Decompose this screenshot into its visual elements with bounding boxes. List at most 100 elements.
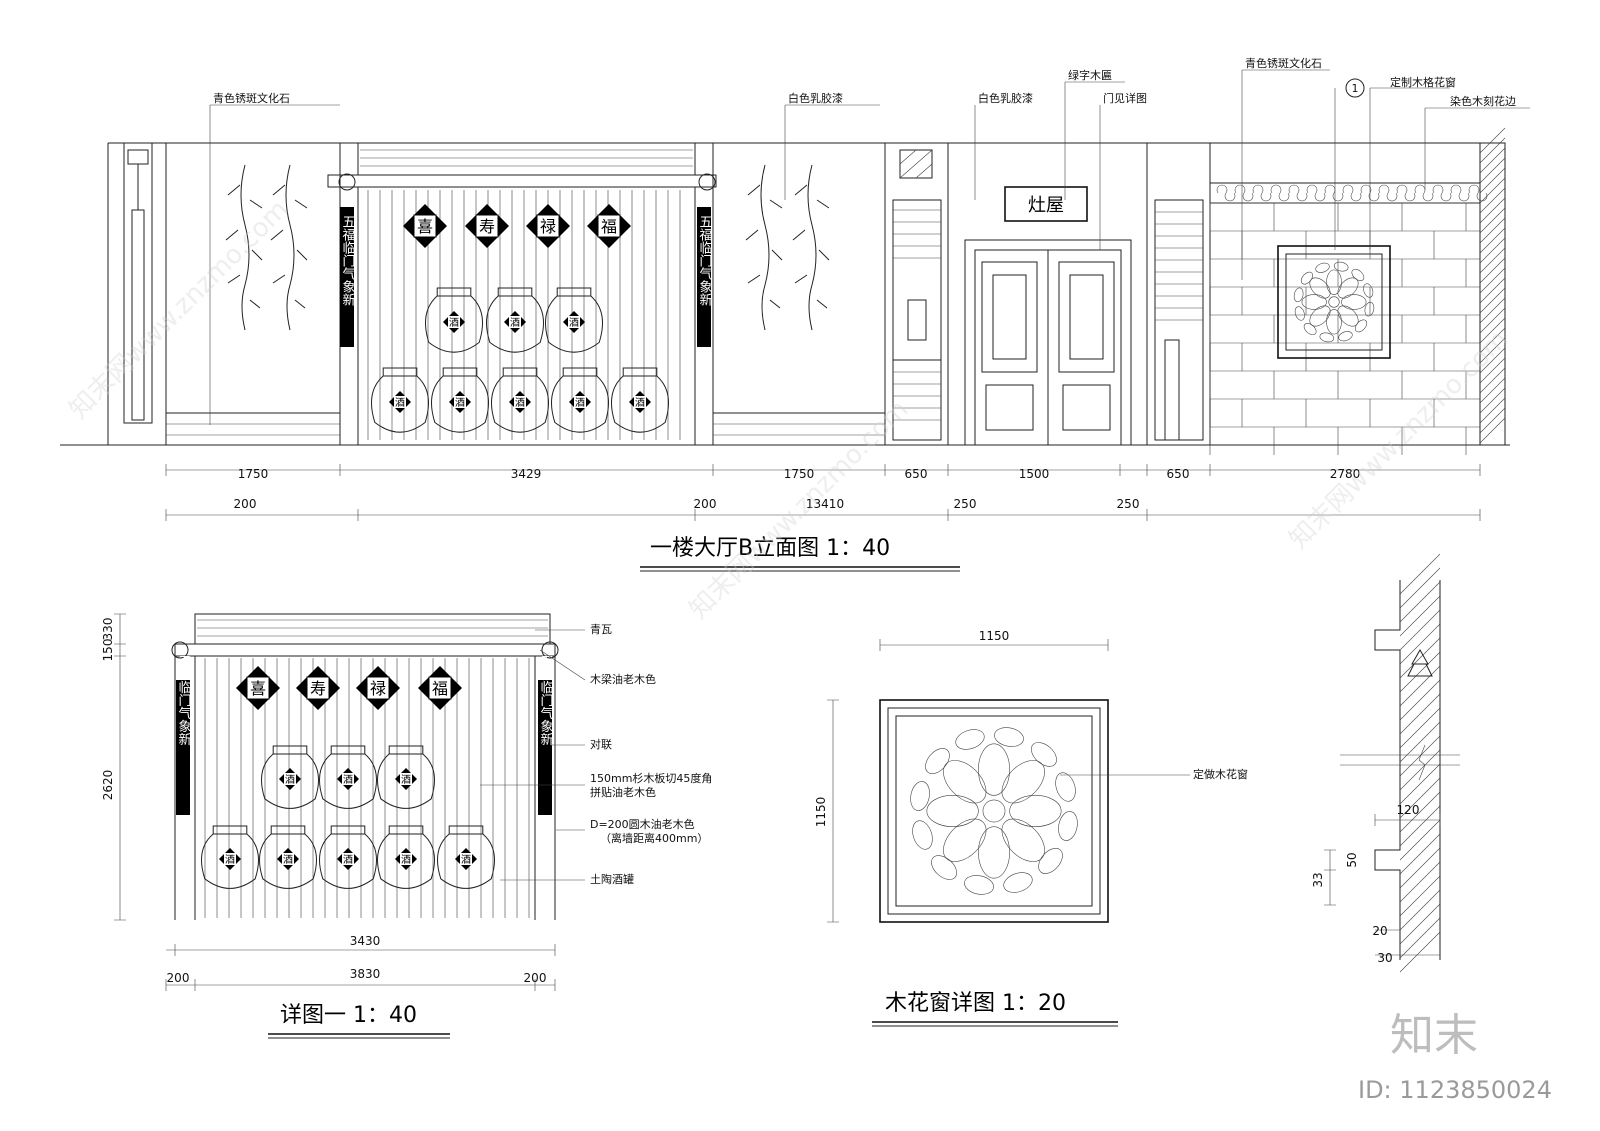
dim-main-row1: 1750 xyxy=(238,467,269,481)
wine-jars-main: 酒酒酒酒酒酒酒酒 xyxy=(371,287,669,433)
blessing-diamond: 禄 xyxy=(356,666,400,710)
dim-section-20: 20 xyxy=(1372,924,1387,938)
dimension-lines-main xyxy=(165,464,1481,521)
callout-latex-door: 白色乳胶漆 xyxy=(978,91,1033,105)
detail-1: 五福临门气象新 五福临门气象新 喜寿禄福 酒酒酒酒酒酒酒酒 青瓦 木梁油老木色 … xyxy=(101,613,712,1039)
title-window-detail: 木花窗详图 1：20 xyxy=(885,991,1066,1016)
callout-pole-1: D=200圆木油老木色 xyxy=(590,817,695,831)
blessing-diamonds-main: 喜寿禄福 xyxy=(403,204,631,248)
drawing-id: ID: 1123850024 xyxy=(1358,1076,1552,1104)
callout-beam: 木梁油老木色 xyxy=(590,672,656,686)
blessing-char: 福 xyxy=(432,679,448,698)
dim-main-row1: 1750 xyxy=(784,467,815,481)
callout-tile: 青瓦 xyxy=(590,623,612,636)
blessing-diamond: 福 xyxy=(587,204,631,248)
jar-label: 酒 xyxy=(569,317,579,329)
callout-custom-window: 定制木格花窗 xyxy=(1390,75,1456,89)
couplet-right xyxy=(697,207,711,347)
dim-main-row1: 650 xyxy=(1167,467,1190,481)
title-main-elevation: 一楼大厅B立面图 1：40 xyxy=(650,536,890,561)
wine-jar: 酒 xyxy=(491,367,549,433)
wine-jar: 酒 xyxy=(486,287,544,353)
blessing-diamond: 禄 xyxy=(526,204,570,248)
blessing-diamond: 寿 xyxy=(465,204,509,248)
dim-section-33: 33 xyxy=(1311,872,1325,887)
dim-detail-h-150: 150 xyxy=(101,639,115,662)
callout-stone-left: 青色锈斑文化石 xyxy=(213,91,290,105)
callout-window: 定做木花窗 xyxy=(1193,767,1248,781)
hanging-chili-right xyxy=(712,164,886,446)
title-detail-1: 详图一 1：40 xyxy=(280,1003,417,1028)
blessing-char: 喜 xyxy=(417,217,433,236)
dim-main-row2: 200 xyxy=(694,497,717,511)
blessing-char: 喜 xyxy=(250,679,266,698)
dim-detail-w-3830: 3830 xyxy=(350,967,381,981)
wine-jar: 酒 xyxy=(371,367,429,433)
couplet-text-left: 五福临门气象新 xyxy=(176,655,192,746)
jar-label: 酒 xyxy=(575,397,585,409)
couplet-text-main: 五福临门气象新 xyxy=(697,215,713,306)
dim-main-row2: 13410 xyxy=(806,497,844,511)
hanging-chili-left xyxy=(225,164,308,331)
main-elevation: 喜寿禄福 酒酒酒酒酒酒酒酒 灶屋 xyxy=(60,56,1530,572)
leader-lines-main xyxy=(209,69,1530,425)
wine-jar: 酒 xyxy=(425,287,483,353)
dim-section-120: 120 xyxy=(1397,803,1420,817)
jar-label: 酒 xyxy=(461,854,471,866)
kitchen-sign-text: 灶屋 xyxy=(1028,195,1064,216)
blessing-diamonds-detail: 喜寿禄福 xyxy=(236,666,462,710)
wine-jar: 酒 xyxy=(259,825,317,889)
callout-pole-2: （离墙距离400mm） xyxy=(600,831,708,845)
kitchen-sign xyxy=(1004,186,1088,222)
dim-detail-w-200-left: 200 xyxy=(167,971,190,985)
jar-label: 酒 xyxy=(515,397,525,409)
wine-jar: 酒 xyxy=(431,367,489,433)
wine-jar: 酒 xyxy=(319,825,377,889)
blessing-char: 禄 xyxy=(540,217,556,236)
side-panel-left xyxy=(884,143,949,445)
couplet-right-detail xyxy=(538,680,552,815)
callout-latex-mid: 白色乳胶漆 xyxy=(788,91,843,105)
section-detail: 120 50 33 20 30 xyxy=(1311,553,1460,973)
jar-label: 酒 xyxy=(283,854,293,866)
dim-main-row1: 2780 xyxy=(1330,467,1361,481)
dim-section-30: 30 xyxy=(1377,951,1392,965)
dim-detail-w-200-right: 200 xyxy=(524,971,547,985)
blessing-diamond: 福 xyxy=(418,666,462,710)
left-brick-band xyxy=(165,412,341,446)
door-section: 灶屋 xyxy=(964,186,1132,446)
wine-jar: 酒 xyxy=(319,745,377,809)
dim-detail-w-3430: 3430 xyxy=(350,934,381,948)
wine-jar: 酒 xyxy=(611,367,669,433)
jar-label: 酒 xyxy=(285,774,295,786)
window-detail: 1150 1150 定做木花窗 木花窗详图 1：20 xyxy=(814,629,1248,1027)
jar-label: 酒 xyxy=(343,774,353,786)
wine-jar: 酒 xyxy=(545,287,603,353)
blessing-char: 寿 xyxy=(479,217,495,236)
detail-marker xyxy=(1345,78,1365,98)
wood-lattice-window-small xyxy=(1277,245,1391,359)
blessing-char: 福 xyxy=(601,217,617,236)
dim-main-row2: 200 xyxy=(234,497,257,511)
jar-label: 酒 xyxy=(455,397,465,409)
couplet-text-right: 五福临门气象新 xyxy=(538,655,554,746)
jar-label: 酒 xyxy=(225,854,235,866)
dim-window-width: 1150 xyxy=(979,629,1010,643)
wine-jar: 酒 xyxy=(377,825,435,889)
dim-section-50: 50 xyxy=(1345,852,1359,867)
callout-couplet: 对联 xyxy=(590,737,612,751)
jar-label: 酒 xyxy=(401,774,411,786)
dim-main-row2: 250 xyxy=(954,497,977,511)
callout-see-detail: 门见详图 xyxy=(1103,91,1147,105)
brand-logo: 知末 xyxy=(1390,1010,1478,1061)
blessing-char: 寿 xyxy=(310,679,326,698)
wine-jar: 酒 xyxy=(551,367,609,433)
stone-wall-right xyxy=(1209,127,1506,455)
couplet-left xyxy=(340,207,354,347)
callout-jar: 土陶酒罐 xyxy=(590,872,634,886)
watermark-2: 知末网www.znzmo.com xyxy=(684,394,915,625)
callout-stone-right: 青色锈斑文化石 xyxy=(1245,56,1322,70)
jar-label: 酒 xyxy=(510,317,520,329)
callout-carved-edge: 染色木刻花边 xyxy=(1450,94,1516,108)
